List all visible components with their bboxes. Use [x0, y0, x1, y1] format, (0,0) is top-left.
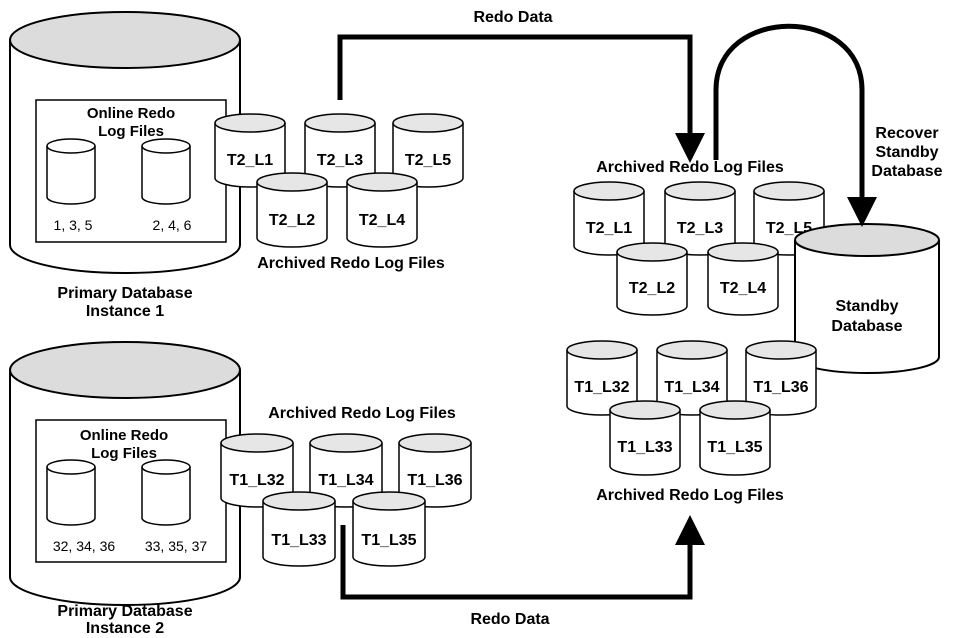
- archived-log-label: T2_L3: [317, 152, 363, 169]
- archived-caption: Archived Redo Log Files: [596, 487, 784, 504]
- online-redo-title-2: Online Redo: [80, 427, 168, 444]
- archived-log-label: T1_L32: [574, 379, 629, 396]
- primary-database-2-label: Primary Database: [57, 603, 192, 620]
- online-redo-title-1b: Log Files: [98, 123, 164, 140]
- archived-log-label: T2_L3: [677, 220, 723, 237]
- online-log-group-label: 33, 35, 37: [145, 538, 207, 554]
- archived-log-label: T2_L2: [269, 212, 315, 229]
- archived-log-label: T2_L1: [227, 152, 273, 169]
- online-log-group-cylinder: [46, 138, 96, 205]
- redo-data-label-bottom: Redo Data: [470, 611, 549, 628]
- archived-log-cylinder: [262, 491, 336, 567]
- online-redo-title-1: Online Redo: [87, 105, 175, 122]
- online-log-group-label: 32, 34, 36: [53, 538, 115, 554]
- archived-log-label: T2_L5: [405, 152, 451, 169]
- archived-log-label: T2_L2: [629, 280, 675, 297]
- online-log-group-cylinder: [141, 138, 191, 205]
- primary-database-1-label-b: Instance 1: [86, 303, 164, 320]
- archived-log-label: T1_L32: [229, 472, 284, 489]
- archived-log-cylinder: [699, 400, 771, 476]
- primary-database-1: Online Redo Log Files 1, 3, 5 2, 4, 6 Pr…: [9, 11, 241, 320]
- archived-log-label: T1_L33: [617, 439, 672, 456]
- archived-log-cylinder: [664, 181, 736, 256]
- online-log-group-label: 1, 3, 5: [54, 217, 93, 233]
- archived-log-label: T1_L34: [664, 379, 719, 396]
- standby-database-label: Standby: [835, 298, 898, 315]
- online-log-group-cylinder: [141, 459, 191, 526]
- archived-log-cylinder: [398, 433, 472, 508]
- redo-data-arrow-top: [337, 34, 705, 163]
- standby-top-archived-logs: Archived Redo Log Files T2_L1 T2_L3 T2_L…: [573, 159, 825, 316]
- archived-log-cylinder: [707, 242, 779, 316]
- archived-log-cylinder: [256, 172, 328, 248]
- archived-log-label: T2_L4: [720, 280, 766, 297]
- archived-log-cylinder: [309, 433, 383, 508]
- archived-log-label: T1_L36: [753, 379, 808, 396]
- standby-database-label-b: Database: [831, 318, 902, 335]
- archived-log-cylinder: [616, 242, 688, 316]
- archived-log-cylinder: [352, 491, 426, 567]
- archived-log-cylinder: [573, 181, 645, 256]
- archived-log-label: T1_L34: [318, 472, 373, 489]
- archived-log-label: T2_L4: [359, 212, 405, 229]
- online-redo-title-2b: Log Files: [91, 445, 157, 462]
- redo-data-label-top: Redo Data: [473, 9, 552, 26]
- primary-1-archived-logs: T2_L1 T2_L3 T2_L5 T2_L2 T2_L4 Archived R…: [214, 113, 464, 272]
- archived-caption: Archived Redo Log Files: [268, 405, 456, 422]
- online-log-group-label: 2, 4, 6: [153, 217, 192, 233]
- archived-log-label: T2_L1: [586, 220, 632, 237]
- primary-database-2: Online Redo Log Files 32, 34, 36 33, 35,…: [9, 341, 241, 637]
- archived-log-cylinder: [346, 172, 418, 248]
- redo-data-arrow-bottom: [340, 515, 705, 600]
- archived-log-cylinder: [656, 340, 728, 416]
- online-log-group-cylinder: [46, 459, 96, 526]
- archived-caption: Archived Redo Log Files: [596, 159, 784, 176]
- primary-database-2-label-b: Instance 2: [86, 620, 164, 637]
- recover-label-b: Standby: [875, 144, 938, 161]
- recover-label-c: Database: [871, 163, 942, 180]
- primary-database-1-label: Primary Database: [57, 285, 192, 302]
- standby-bottom-archived-logs: T1_L32 T1_L34 T1_L36 T1_L33 T1_L35 Archi…: [566, 340, 817, 504]
- archived-log-label: T1_L35: [707, 439, 762, 456]
- archived-log-label: T1_L35: [361, 532, 416, 549]
- primary-2-archived-logs: Archived Redo Log Files T1_L32 T1_L34 T1…: [220, 405, 472, 567]
- archived-log-cylinder: [220, 433, 294, 508]
- archived-log-label: T1_L36: [407, 472, 462, 489]
- recover-standby-arrow: [713, 23, 877, 227]
- archived-log-cylinder: [609, 400, 681, 476]
- archived-caption: Archived Redo Log Files: [257, 255, 445, 272]
- recover-label: Recover: [875, 125, 938, 142]
- archived-log-label: T1_L33: [271, 532, 326, 549]
